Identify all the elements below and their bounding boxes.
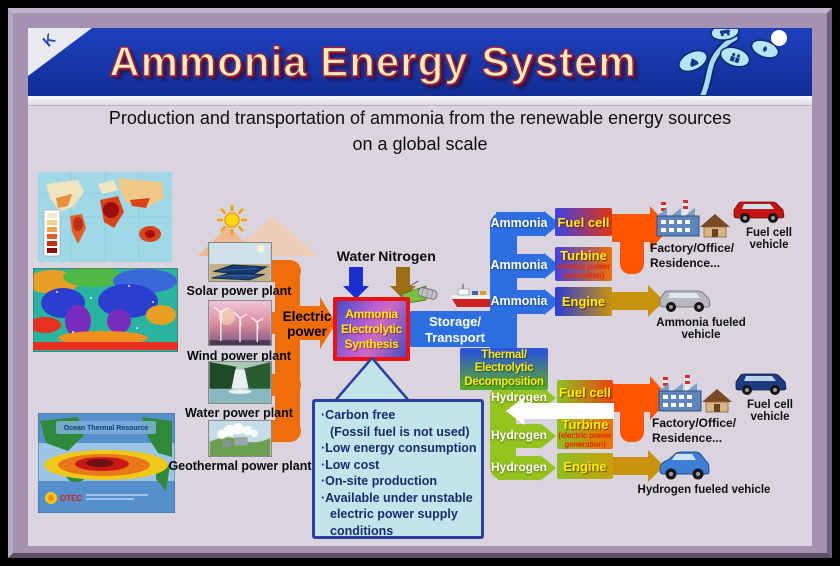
solar-plant-photo <box>208 242 272 282</box>
lower-factory-house-icon <box>658 375 732 413</box>
callout-line: ·Available under unstable <box>321 490 473 505</box>
ammonia-branch-1 <box>496 212 544 236</box>
callout-line: ·Low cost <box>321 457 380 472</box>
upper-engine-arrow <box>612 292 648 310</box>
decomposition-box: Thermal/ Electrolytic Decomposition <box>460 348 548 390</box>
ammonia-label-2: Ammonia <box>490 258 548 272</box>
upper-turbine-box: Turbine (electric power generation) <box>555 247 612 281</box>
electric-power-arrowhead <box>320 297 336 349</box>
lower-engine-box: Engine <box>557 453 613 479</box>
lower-fuel-cell-vehicle-label: Fuel cell vehicle <box>746 399 794 423</box>
solar-plant-label: Solar power plant <box>186 284 292 298</box>
nitrogen-arrow <box>396 267 410 286</box>
nitrogen-input-label: Nitrogen <box>378 248 436 264</box>
wind-resource-map <box>33 268 178 352</box>
electricity-return-arrow <box>524 403 614 419</box>
upper-engine-box: Engine <box>555 287 612 316</box>
tree-logo-icon <box>678 29 787 95</box>
ammonia-vehicle-icon <box>659 290 711 312</box>
page-title: Ammonia Energy System <box>108 37 637 86</box>
lower-merge-arrow <box>613 384 650 412</box>
callout-line: electric power supply <box>330 507 458 521</box>
water-arrow <box>349 267 363 286</box>
hydrogen-label-3: Hydrogen <box>490 460 547 474</box>
lower-fuel-cell-box: Fuel cell <box>557 380 613 404</box>
water-plant-photo <box>208 361 272 404</box>
ocean-thermal-map: Ocean Thermal Resource OTEC <box>38 413 175 513</box>
wind-plant-photo <box>208 300 272 346</box>
hydrogen-branch-3-head <box>540 455 556 481</box>
otec-map-title: Ocean Thermal Resource <box>64 425 149 432</box>
electric-pipe-trunk <box>275 260 300 442</box>
hydrogen-vehicle-icon <box>659 451 710 480</box>
storage-transport-band <box>408 311 503 347</box>
title-banner: Ammonia Energy System K <box>28 28 812 96</box>
fuel-cell-vehicle-red-icon <box>733 201 785 223</box>
ammonia-branch-3 <box>496 290 544 314</box>
lower-engine-arrow <box>613 457 648 475</box>
callout-line: ·Low energy consumption <box>321 441 477 455</box>
geothermal-plant-photo <box>208 420 272 457</box>
otec-logo: OTEC <box>60 494 82 503</box>
lower-engine-arrowhead <box>648 450 664 482</box>
water-input-label: Water <box>336 248 376 264</box>
ammonia-label-1: Ammonia <box>490 216 548 230</box>
fuel-cell-vehicle-navy-icon <box>735 373 787 395</box>
slide-subtitle: Production and transportation of ammonia… <box>28 108 812 155</box>
callout-line: conditions <box>330 523 394 538</box>
subtitle-line2: on a global scale <box>352 134 488 154</box>
lower-factory-label: Factory/Office/Residence... <box>652 416 737 445</box>
slide: Ammonia Energy System K Production and t… <box>28 28 812 546</box>
ammonia-synthesis-box: Ammonia Electrolytic Synthesis <box>333 297 410 361</box>
water-plant-label: Water power plant <box>185 406 293 420</box>
ammonia-label-3: Ammonia <box>490 294 548 308</box>
upper-factory-label: Factory/Office/Residence... <box>650 241 735 270</box>
hydrogen-label-2: Hydrogen <box>490 428 547 442</box>
wind-plant-label: Wind power plant <box>186 349 292 363</box>
callout-pointer <box>333 357 411 403</box>
upper-fuel-cell-vehicle-label: Fuel cell vehicle <box>745 227 793 251</box>
solar-resource-map <box>38 172 172 262</box>
callout-line: ·On-site production <box>321 474 437 488</box>
electric-power-arrow <box>286 306 320 340</box>
banner-divider <box>28 96 812 106</box>
lower-turbine-box: Turbine (electric power generation) <box>557 416 613 449</box>
storage-transport-label: Storage/Transport <box>425 314 485 345</box>
corner-logo-letter: K <box>39 30 60 51</box>
sun-icon <box>217 205 247 235</box>
upper-factory-house-icon <box>656 200 730 238</box>
callout-line: ·Carbon free <box>321 408 396 422</box>
ammonia-branch-2 <box>496 254 544 278</box>
upper-engine-arrowhead <box>648 285 664 317</box>
water-arrowhead <box>343 286 369 299</box>
benefits-callout: ·Carbon free (Fossil fuel is not used) ·… <box>312 399 484 539</box>
hydrogen-branch-2 <box>498 424 540 448</box>
hydrogen-vehicle-label: Hydrogen fueled vehicle <box>637 484 771 496</box>
hydrogen-branch-2-head <box>540 423 556 449</box>
geothermal-plant-label: Geothermal power plant <box>168 459 312 473</box>
callout-line: (Fossil fuel is not used) <box>330 424 470 439</box>
upper-fuel-cell-box: Fuel cell <box>555 208 612 236</box>
port-and-ship-icon <box>401 280 497 307</box>
hydrogen-branch-3 <box>498 456 540 480</box>
upper-merge-arrow <box>612 214 650 242</box>
ammonia-vehicle-label: Ammonia fueled vehicle <box>656 317 746 341</box>
electricity-return-arrowhead <box>506 397 524 425</box>
subtitle-line1: Production and transportation of ammonia… <box>108 108 732 128</box>
